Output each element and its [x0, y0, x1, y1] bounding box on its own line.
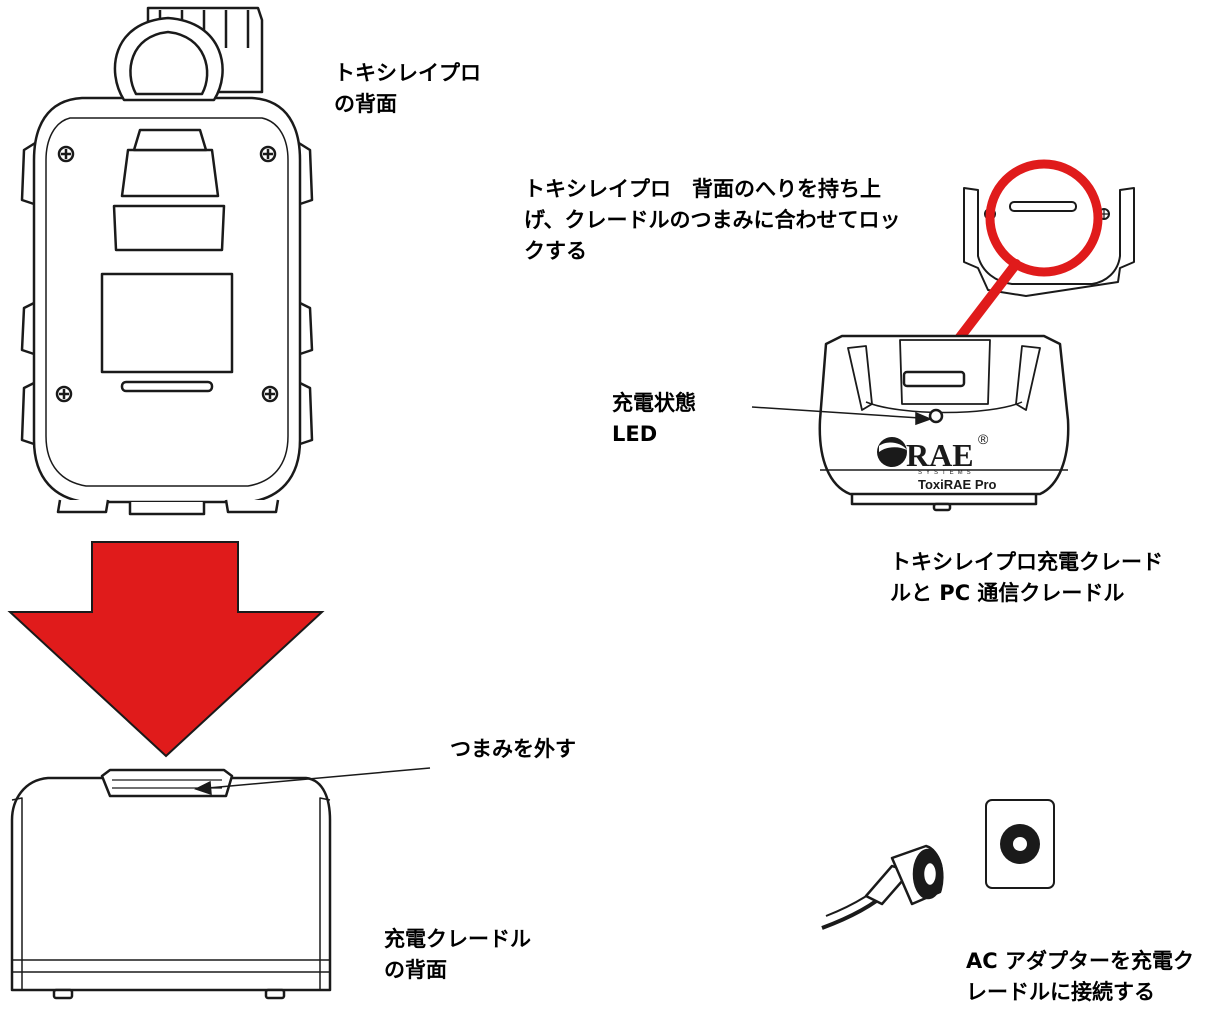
big-down-arrow: [7, 541, 325, 758]
rae-logo: RAE ® SYSTEMS ToxiRAE Pro: [877, 431, 997, 492]
cradle-back-illustration: [10, 768, 332, 1000]
device-back-label: トキシレイプロ の背面: [334, 61, 481, 116]
ac-adapter-label: AC アダプターを充電ク レードルに接続する: [966, 949, 1194, 1004]
rae-logo-text: RAE: [906, 437, 974, 473]
cradle-caption-label: トキシレイプロ充電クレード ルと PC 通信クレードル: [890, 550, 1163, 605]
ac-adapter-illustration: [821, 844, 944, 930]
led-label: 充電状態 LED: [612, 391, 696, 446]
cradle-back-label: 充電クレードル の背面: [384, 927, 531, 982]
leader-lines: [194, 406, 933, 796]
dc-jack-illustration: [985, 799, 1055, 889]
device-back-illustration: [20, 6, 314, 516]
cradle-model-text: ToxiRAE Pro: [918, 477, 997, 492]
tab-release-label: つまみを外す: [450, 737, 576, 761]
rae-registered-mark: ®: [978, 431, 989, 447]
instruction-label: トキシレイプロ 背面のへりを持ち上 げ、クレードルのつまみに合わせてロッ クする: [524, 177, 901, 263]
rae-systems-text: SYSTEMS: [918, 470, 975, 476]
